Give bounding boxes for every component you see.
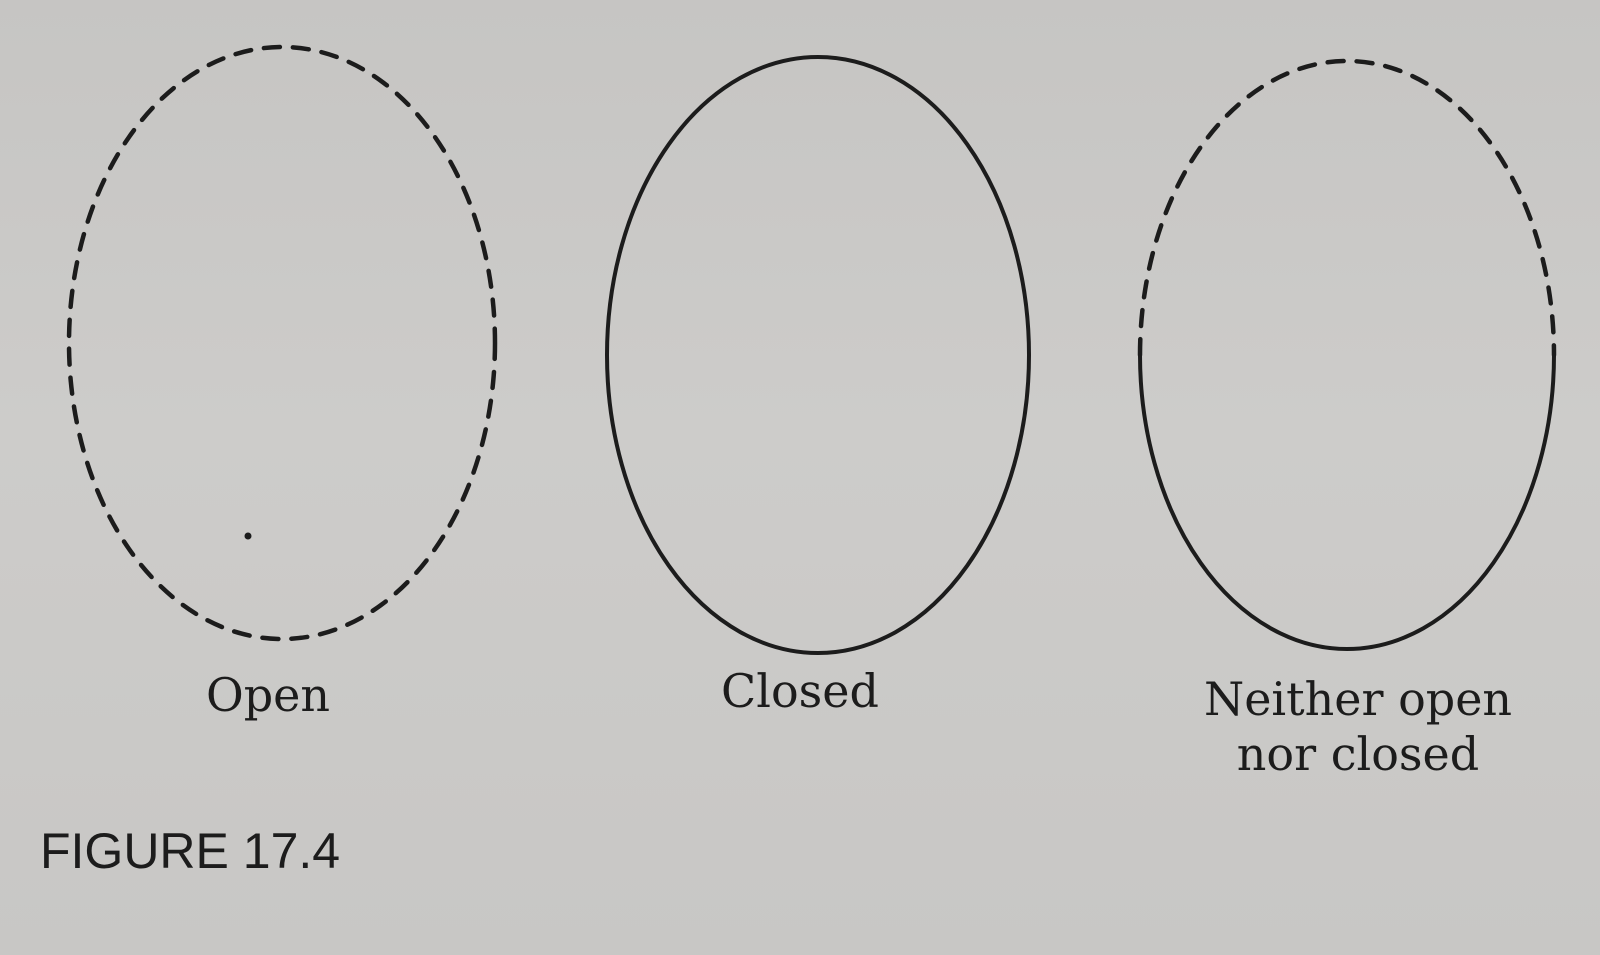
open-set-ellipse (66, 44, 498, 642)
figure-caption: FIGURE 17.4 (40, 823, 341, 879)
speck-mark (244, 532, 252, 540)
open-label: Open (205, 668, 330, 722)
neither-label: Neither open nor closed (1178, 672, 1538, 782)
neither-set-solid-arc (1138, 354, 1556, 651)
closed-label: Closed (721, 664, 879, 718)
neither-label-line-2: nor closed (1236, 727, 1480, 782)
closed-set-ellipse (605, 55, 1031, 655)
neither-set-dashed-arc (1137, 58, 1557, 358)
neither-label-line-1: Neither open (1203, 672, 1513, 726)
